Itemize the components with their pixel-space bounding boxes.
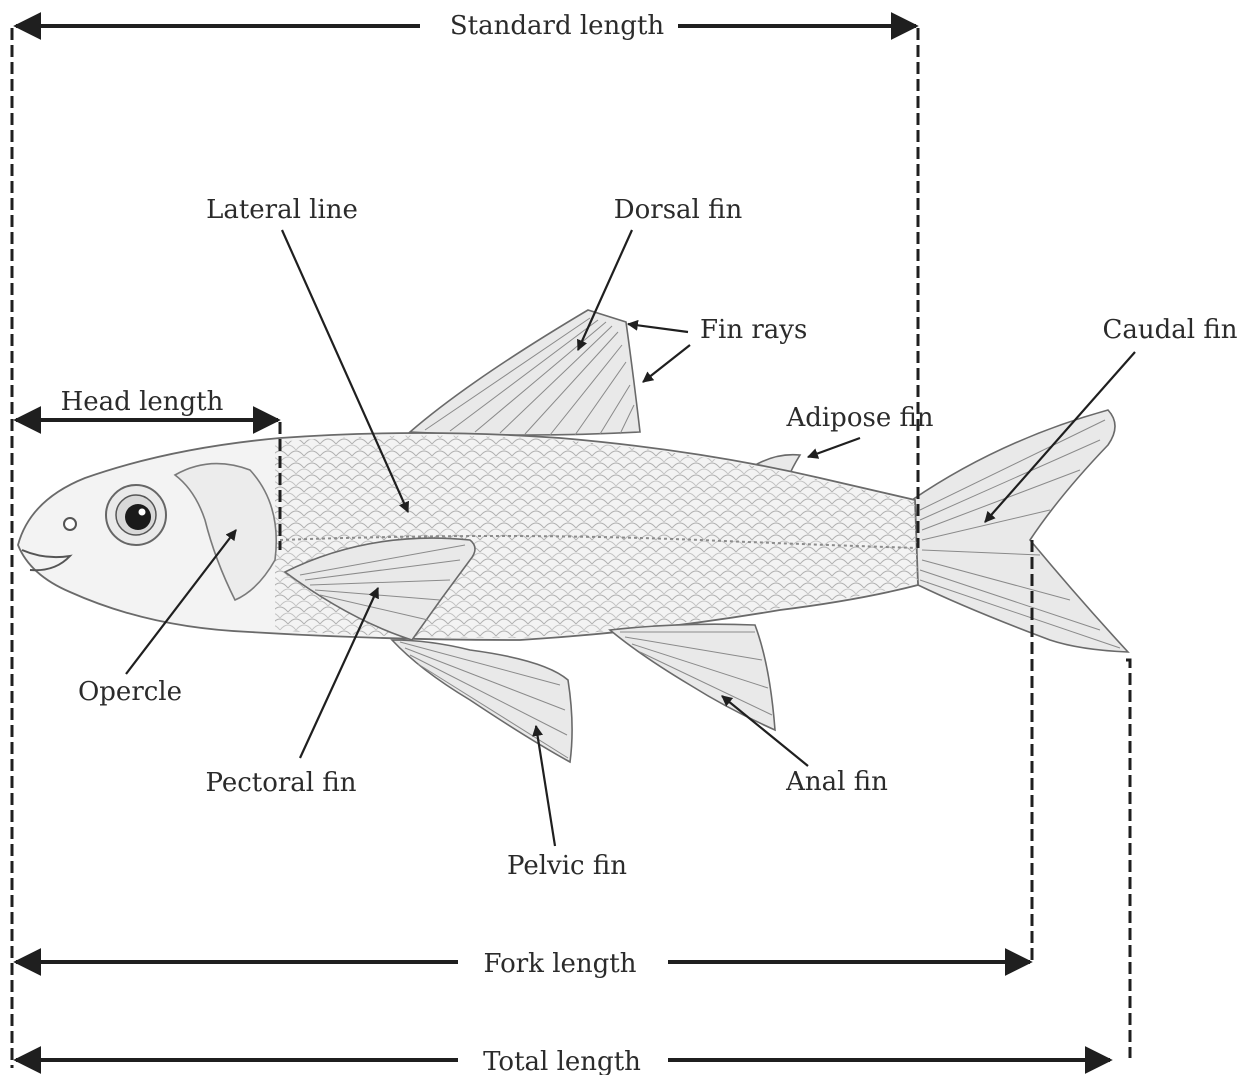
total-length-end-line [1126,660,1130,1058]
fork-length-label: Fork length [483,949,636,979]
pelvic-fin-label: Pelvic fin [507,851,627,881]
head-length-label: Head length [61,387,224,417]
anal-fin-label: Anal fin [785,767,888,797]
adipose-fin-label: Adipose fin [785,403,933,433]
fin-rays-pointer-lower [643,345,690,382]
adipose-fin-pointer [808,438,860,457]
eye [106,485,166,545]
fin-rays-label: Fin rays [700,315,807,345]
nostril [64,518,76,530]
lateral-line-label: Lateral line [206,195,358,225]
standard-length-label: Standard length [450,11,665,41]
caudal-fin [912,410,1128,652]
opercle-label: Opercle [78,677,182,707]
total-length-label: Total length [483,1047,641,1075]
pectoral-fin-label: Pectoral fin [206,768,357,798]
fish-illustration [18,310,1128,762]
caudal-fin-label: Caudal fin [1103,315,1238,345]
dorsal-fin-label: Dorsal fin [614,195,743,225]
fin-rays-pointer-upper [628,324,688,332]
